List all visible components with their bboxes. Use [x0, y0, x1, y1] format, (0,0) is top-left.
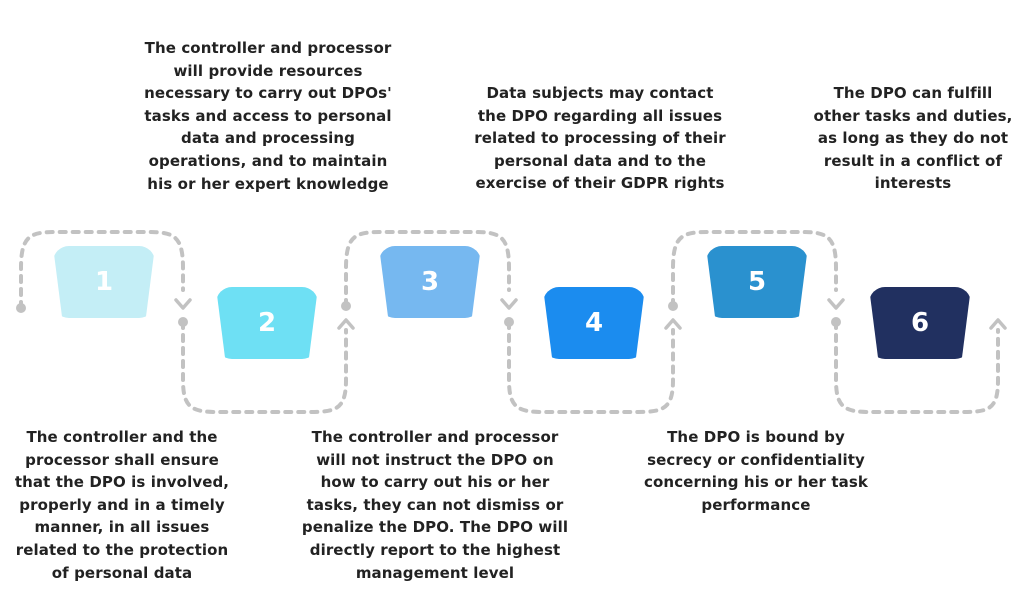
step-2-box: 2	[216, 287, 318, 359]
junction-dot	[178, 317, 188, 327]
step-6-description: The DPO can fulfill other tasks and duti…	[813, 84, 1013, 193]
step-number: 5	[747, 267, 767, 297]
step-number: 1	[94, 267, 114, 297]
step-5-box: 5	[706, 246, 808, 318]
step-4-description: Data subjects may contact the DPO regard…	[474, 84, 726, 193]
junction-dot	[831, 317, 841, 327]
step-3-box: 3	[379, 246, 481, 318]
start-dot	[16, 303, 26, 313]
chevron-down-icon	[500, 298, 518, 310]
step-5-description: The DPO is bound by secrecy or confident…	[644, 428, 868, 514]
step-6-box: 6	[869, 287, 971, 359]
step-3-description: The controller and processor will not in…	[301, 428, 569, 582]
step-number: 6	[910, 308, 930, 338]
step-1-description: The controller and the processor shall e…	[14, 428, 230, 582]
chevron-up-icon	[337, 318, 355, 330]
chevron-down-icon	[174, 298, 192, 310]
step-number: 2	[257, 308, 277, 338]
step-4-box: 4	[543, 287, 645, 359]
step-number: 4	[584, 308, 604, 338]
chevron-up-icon	[664, 318, 682, 330]
step-2-description: The controller and processor will provid…	[144, 39, 392, 193]
junction-dot	[504, 317, 514, 327]
step-number: 3	[420, 267, 440, 297]
junction-dot	[668, 301, 678, 311]
chevron-up-icon	[989, 318, 1007, 330]
junction-dot	[341, 301, 351, 311]
chevron-down-icon	[827, 298, 845, 310]
step-1-box: 1	[53, 246, 155, 318]
